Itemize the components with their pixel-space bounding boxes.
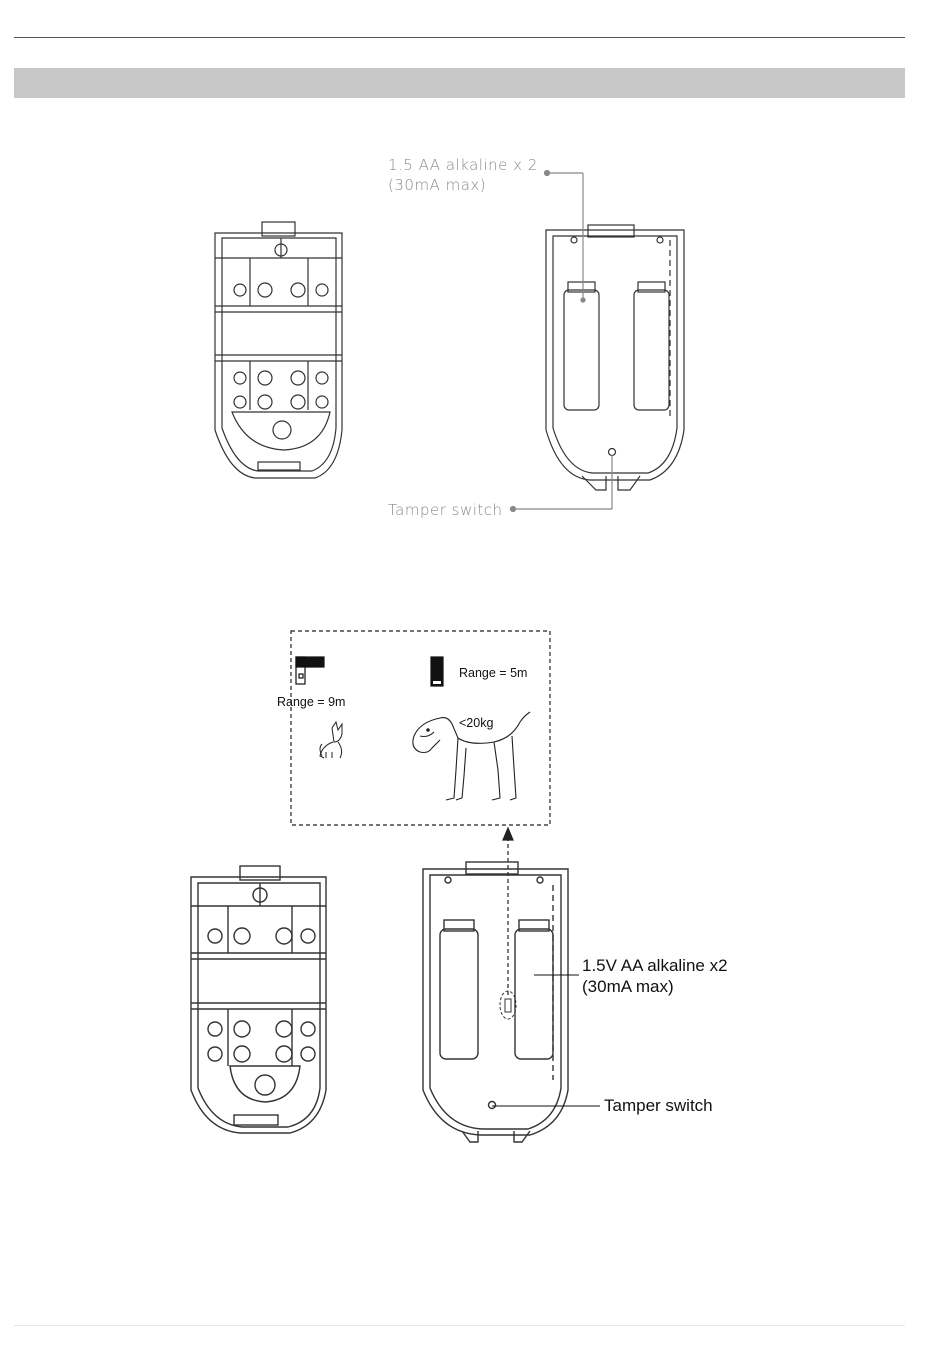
jumper-5m-icon (431, 657, 443, 686)
figure1-base-housing (215, 222, 342, 478)
weight-label: <20kg (459, 716, 493, 730)
small-dog-icon (320, 722, 342, 758)
figure1-back-housing (546, 225, 684, 490)
range-9m-label: Range = 9m (277, 695, 345, 709)
figure2-battery-label-line1: 1.5V AA alkaline x2 (582, 956, 728, 975)
figure2-base-housing (191, 866, 326, 1133)
jumper-9m-icon (296, 657, 324, 684)
jumper-pointer-arrow (503, 828, 513, 995)
figure2-back-housing (423, 862, 568, 1142)
figure1-tamper-label: Tamper switch (388, 501, 503, 519)
figure2-battery-label-line2: (30mA max) (582, 977, 674, 996)
figure2-tamper-label: Tamper switch (604, 1096, 713, 1115)
figure1-battery-label-line2: (30mA max) (388, 176, 486, 194)
range-5m-label: Range = 5m (459, 666, 527, 680)
jumper-detail-box (291, 631, 550, 825)
figure1-battery-label-line1: 1.5 AA alkaline x 2 (388, 156, 538, 174)
